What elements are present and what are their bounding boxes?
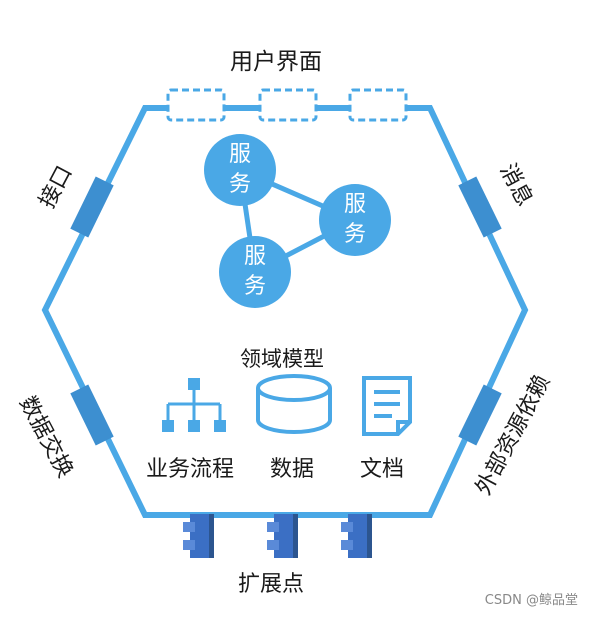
service-node-3-text: 服 务: [235, 242, 275, 302]
label-domain-model: 领域模型: [240, 347, 324, 371]
service-node-1: [204, 134, 276, 206]
label-document: 文档: [360, 457, 405, 482]
service-node-2-text: 服 务: [335, 190, 375, 250]
ui-port-1: [166, 88, 226, 122]
business-flow-icon: [162, 378, 226, 432]
service-node-2: [319, 184, 391, 256]
service-node-3-line1: 服: [243, 244, 266, 269]
data-exchange-port: [70, 384, 114, 446]
external-deps-port: [458, 384, 502, 446]
extension-plugin-3: [341, 514, 372, 558]
ui-port-3: [348, 88, 408, 122]
service-node-1-line2: 务: [228, 172, 251, 197]
service-node-2-line2: 务: [343, 222, 366, 247]
label-user-interface: 用户界面: [230, 49, 322, 75]
service-node-2-line1: 服: [343, 192, 366, 217]
service-node-3-line2: 务: [243, 274, 266, 299]
service-node-3: [219, 236, 291, 308]
label-business-flow: 业务流程: [146, 457, 235, 482]
extension-plugin-2: [267, 514, 298, 558]
interface-port: [70, 176, 114, 238]
extension-plugin-1: [183, 514, 214, 558]
ui-port-2: [258, 88, 318, 122]
service-node-1-text: 服 务: [220, 140, 260, 200]
message-port: [458, 176, 502, 238]
label-data: 数据: [270, 457, 315, 482]
database-icon: [256, 374, 332, 434]
watermark: CSDN @鲸品堂: [484, 593, 578, 608]
hexagon-border: [41, 105, 529, 518]
service-node-1-line1: 服: [228, 142, 251, 167]
label-extension-points: 扩展点: [238, 572, 305, 597]
document-icon: [362, 376, 412, 436]
